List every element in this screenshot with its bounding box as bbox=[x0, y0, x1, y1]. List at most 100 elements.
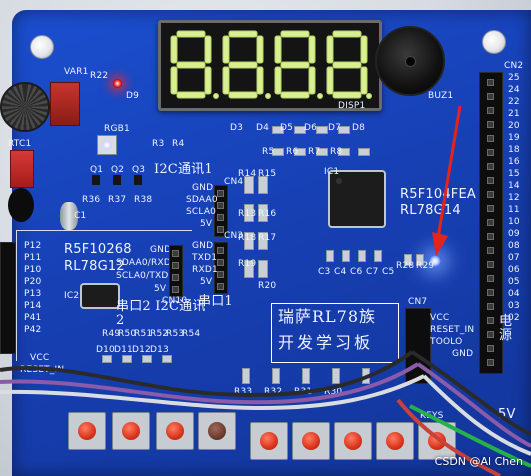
ref-c6: C6 bbox=[350, 267, 363, 277]
smd-resistor bbox=[294, 148, 306, 156]
pin-header-cn3[interactable] bbox=[214, 242, 228, 294]
display-label: DISP1 bbox=[338, 101, 366, 111]
push-button-1[interactable] bbox=[68, 412, 106, 450]
ref-d9: D9 bbox=[126, 91, 140, 101]
ref-r50: R50 bbox=[118, 329, 137, 339]
watermark: CSDN @Al Chen bbox=[434, 455, 523, 468]
potentiometer-knob[interactable] bbox=[0, 82, 50, 132]
main-mcu-part: R5F104FEA bbox=[400, 187, 476, 202]
uart2-pin-scl: SCLA0/TXD0 bbox=[116, 271, 175, 281]
uart2-pin-5v: 5V bbox=[154, 284, 167, 294]
smd-cap bbox=[326, 250, 334, 262]
push-button-key4[interactable] bbox=[376, 422, 414, 460]
power-label-cn: 电源 bbox=[499, 314, 513, 344]
left-pin-label: P11 bbox=[24, 253, 42, 263]
transistor bbox=[92, 175, 100, 185]
smd-led bbox=[122, 355, 132, 363]
smd-resistor bbox=[316, 126, 328, 134]
main-mcu-chip bbox=[330, 172, 384, 226]
ref-r32: R32 bbox=[264, 387, 283, 397]
ref-r17: R17 bbox=[258, 233, 277, 243]
ref-r37: R37 bbox=[108, 195, 127, 205]
digit-3 bbox=[274, 30, 316, 99]
ref-r19: R19 bbox=[238, 259, 257, 269]
ref-d8: D8 bbox=[352, 123, 366, 133]
push-button-3[interactable] bbox=[156, 412, 194, 450]
ref-r18: R18 bbox=[238, 233, 257, 243]
push-button-key1[interactable] bbox=[250, 422, 288, 460]
smd-resistor bbox=[242, 368, 250, 384]
sub-mcu-family: RL78G12 bbox=[64, 259, 125, 274]
main-mcu-ref: IC1 bbox=[324, 167, 340, 177]
pin-header-cn4[interactable] bbox=[214, 185, 228, 237]
uart2-ref: CN10 bbox=[162, 296, 188, 306]
uart2-pin-sda: SDAA0/RXD0 bbox=[116, 258, 177, 268]
smd-cap bbox=[342, 250, 350, 262]
cn7-reset: RESET_IN bbox=[430, 325, 475, 335]
i2c1-pin-5v: 5V bbox=[200, 219, 213, 229]
push-button-key2[interactable] bbox=[292, 422, 330, 460]
push-button-2[interactable] bbox=[112, 412, 150, 450]
pin-header-left[interactable] bbox=[0, 242, 16, 354]
right-pin-label: 19 bbox=[508, 133, 520, 143]
push-button-key3[interactable] bbox=[334, 422, 372, 460]
smd-cap bbox=[358, 250, 366, 262]
ref-r6: R6 bbox=[286, 147, 299, 157]
potentiometer-body bbox=[50, 82, 80, 126]
ref-c4: C4 bbox=[334, 267, 347, 277]
ref-r49: R49 bbox=[102, 329, 121, 339]
smd-resistor bbox=[316, 148, 328, 156]
sub-mcu-part: R5F10268 bbox=[64, 242, 132, 257]
pin-header-cn2[interactable] bbox=[479, 72, 503, 374]
uart1-ref: CN3 bbox=[224, 231, 244, 241]
ref-r3: R3 bbox=[152, 139, 165, 149]
dp-1 bbox=[213, 93, 219, 99]
crystal-label: RTC1 bbox=[8, 139, 32, 149]
ref-q2: Q2 bbox=[111, 165, 125, 175]
crystal-oscillator bbox=[60, 202, 78, 230]
ref-r4: R4 bbox=[172, 139, 185, 149]
push-button-reset[interactable] bbox=[198, 412, 236, 450]
i2c1-pin-scl: SCLA0 bbox=[186, 207, 217, 217]
right-pin-label: 07 bbox=[508, 253, 520, 263]
ref-d6: D6 bbox=[304, 123, 318, 133]
uart2-pin-gnd: GND bbox=[150, 245, 172, 255]
resistor-column bbox=[244, 168, 284, 288]
ref-q1: Q1 bbox=[90, 165, 104, 175]
right-pin-label: 04 bbox=[508, 289, 520, 299]
smd-resistor bbox=[272, 368, 280, 384]
ref-d5: D5 bbox=[280, 123, 294, 133]
ref-d3: D3 bbox=[230, 123, 244, 133]
uart1-pin-txd: TXD1 bbox=[192, 253, 218, 263]
smd-led bbox=[102, 355, 112, 363]
right-pin-label: 15 bbox=[508, 169, 520, 179]
pin-header-cn10[interactable] bbox=[169, 245, 183, 297]
var-label: VAR1 bbox=[64, 67, 89, 77]
left-vcc-label: VCC bbox=[30, 353, 50, 363]
uart1-pin-rxd: RXD1 bbox=[192, 265, 218, 275]
transistor bbox=[134, 175, 142, 185]
ref-d13: D13 bbox=[150, 345, 169, 355]
seven-segment-display bbox=[158, 20, 382, 111]
left-pin-label: P10 bbox=[24, 265, 42, 275]
ref-r14: R14 bbox=[238, 169, 257, 179]
ref-d12: D12 bbox=[132, 345, 151, 355]
ref-r16: R16 bbox=[258, 209, 277, 219]
digit-4 bbox=[326, 30, 368, 99]
left-pin-label: P42 bbox=[24, 325, 42, 335]
cn7-label: CN7 bbox=[408, 297, 428, 307]
smd-resistor bbox=[272, 148, 284, 156]
sub-mcu-chip bbox=[82, 285, 118, 307]
board-title-box bbox=[271, 303, 399, 363]
right-pin-label: 08 bbox=[508, 241, 520, 251]
ref-r28: R28 bbox=[396, 261, 415, 271]
dp-4 bbox=[366, 93, 372, 99]
right-pin-label: 18 bbox=[508, 145, 520, 155]
ref-q3: Q3 bbox=[132, 165, 146, 175]
dp-3 bbox=[317, 93, 323, 99]
smd-resistor bbox=[338, 148, 350, 156]
right-pin-label: CN2 bbox=[504, 61, 524, 71]
rgb-label: RGB1 bbox=[104, 124, 130, 134]
blue-led-lit bbox=[429, 255, 441, 267]
